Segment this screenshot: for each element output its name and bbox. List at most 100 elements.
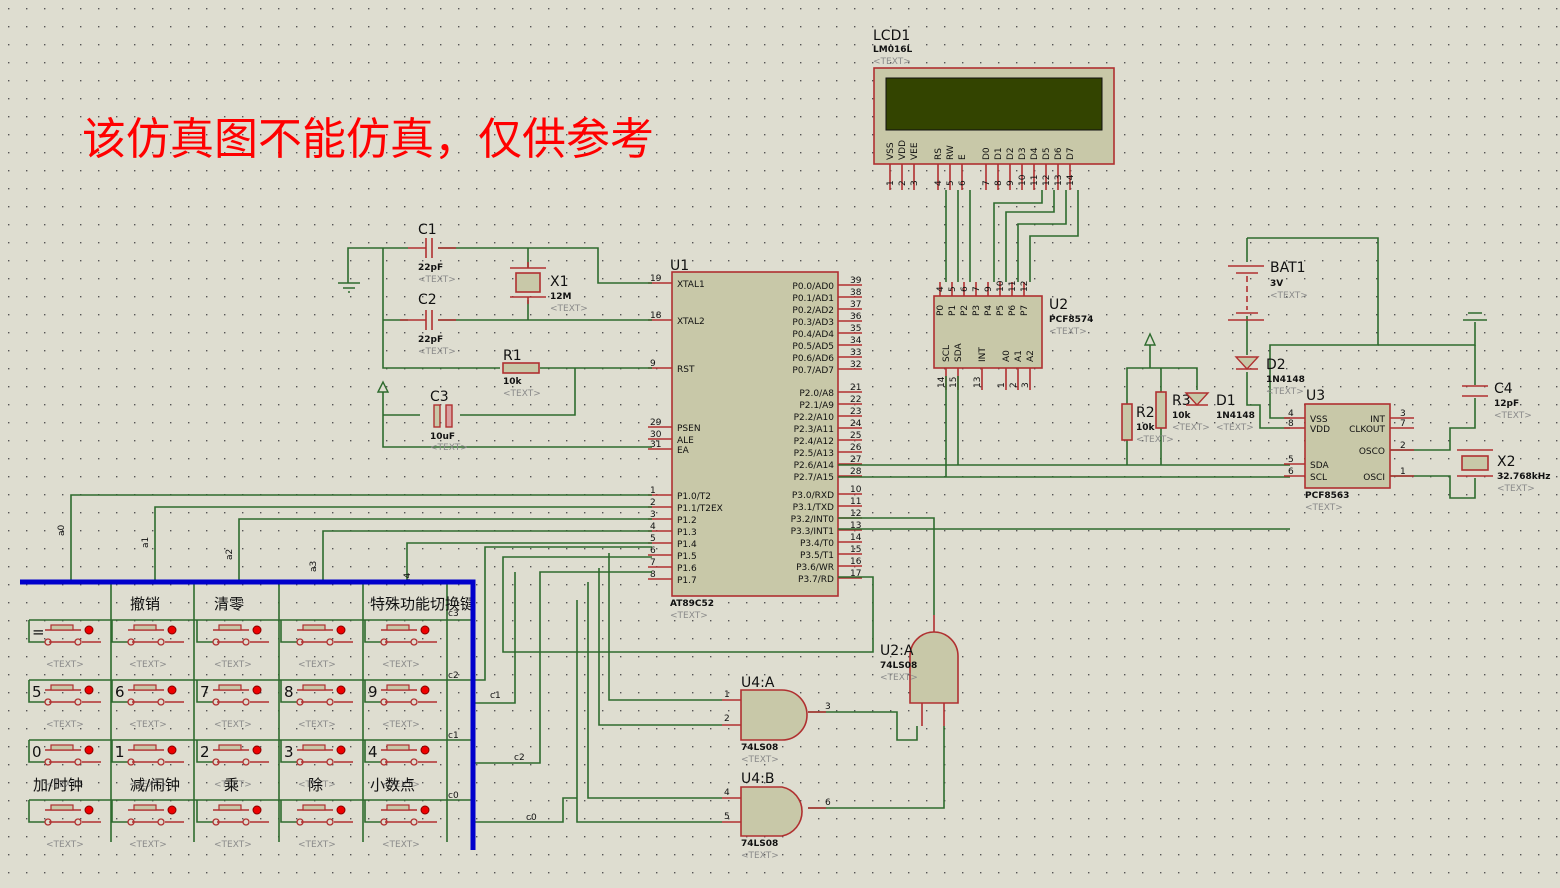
u3-pin-name: OSCO xyxy=(1359,447,1385,457)
keypad-matrix: a0a1a2a3a4c3c2c1c0=<TEXT><TEXT><TEXT><TE… xyxy=(28,494,652,850)
u3-pin-name: OSCI xyxy=(1363,473,1385,483)
u4b-and-gate[interactable]: U4:B 74LS08 <TEXT> 4 5 6 xyxy=(722,771,831,861)
col-wire xyxy=(406,542,652,582)
lcd-pin-number: 9 xyxy=(1006,180,1016,186)
r2-resistor[interactable]: R2 10k <TEXT> xyxy=(1121,403,1174,445)
u1-pin-name: PSEN xyxy=(677,424,701,434)
key-label: 1 xyxy=(115,743,125,761)
r3-resistor[interactable]: R3 10k <TEXT> xyxy=(1155,391,1210,433)
c1-capacitor[interactable]: C1 22pF <TEXT> xyxy=(418,222,456,285)
keypad-button[interactable]: <TEXT> xyxy=(111,800,184,850)
x2-ref: X2 xyxy=(1497,454,1516,470)
d2-diode[interactable]: D2 1N4148 <TEXT> xyxy=(1234,356,1305,397)
u2-pin-name: A0 xyxy=(1002,350,1012,362)
u2-pcf8574[interactable]: U2 PCF8574 <TEXT> P04P15P26P37P49P510P61… xyxy=(933,280,1093,390)
c4-value: 12pF xyxy=(1494,399,1519,409)
d1-diode[interactable]: D1 1N4148 <TEXT> xyxy=(1184,392,1255,433)
u1-pin-number: 11 xyxy=(850,497,861,507)
u1-pin-name: P2.0/A8 xyxy=(799,389,834,399)
u3-pcf8563[interactable]: U3 PCF8563 <TEXT> VSS4VDD8SDA5SCL6INT3CL… xyxy=(1284,388,1414,513)
lcd-pin-number: 11 xyxy=(1030,175,1040,186)
bat1-battery[interactable]: BAT1 3V <TEXT> xyxy=(1228,260,1308,321)
keypad-button[interactable]: 5<TEXT> xyxy=(28,680,101,730)
c4-ref: C4 xyxy=(1494,381,1513,397)
pin-number: 4 xyxy=(724,788,730,798)
lcd-pin-number: 13 xyxy=(1054,175,1064,186)
ground-symbol xyxy=(338,282,360,293)
x2-text: <TEXT> xyxy=(1497,484,1535,494)
c4-text: <TEXT> xyxy=(1494,411,1532,421)
lcd-pin-number: 1 xyxy=(886,180,896,186)
keypad-button[interactable]: 8<TEXT> xyxy=(280,680,353,730)
keypad-button[interactable]: <TEXT> xyxy=(28,800,101,850)
keypad-button[interactable]: <TEXT> xyxy=(280,800,353,850)
u4a-and-gate[interactable]: U4:A 74LS08 <TEXT> 1 2 3 xyxy=(722,675,831,765)
u1-pin-number: 5 xyxy=(650,534,656,544)
u1-pin-number: 16 xyxy=(850,557,862,567)
key-group-label: 特殊功能切换键 xyxy=(370,595,475,613)
u1-at89c52[interactable]: U1 AT89C52 <TEXT> XTAL119XTAL218RST9PSEN… xyxy=(648,258,862,621)
r1-resistor[interactable]: R1 10k <TEXT> xyxy=(502,348,541,399)
u2-ref: U2 xyxy=(1049,297,1068,313)
keypad-button[interactable]: 0<TEXT> xyxy=(28,740,101,790)
u1-pin-number: 26 xyxy=(850,443,862,453)
keypad-button[interactable]: 6<TEXT> xyxy=(111,680,184,730)
keypad-button[interactable]: 9<TEXT> xyxy=(364,680,437,730)
c3-capacitor[interactable]: C3 10uF <TEXT> xyxy=(430,389,468,453)
lcd1-component[interactable]: LCD1 LM016L <TEXT> VSS1VDD2VEE3RS4RW5E6D… xyxy=(873,28,1115,190)
d1-ref: D1 xyxy=(1216,393,1236,409)
keypad-button[interactable]: <TEXT> xyxy=(111,620,184,670)
u1-pin-number: 39 xyxy=(850,276,862,286)
c4-capacitor[interactable]: C4 12pF <TEXT> xyxy=(1462,381,1532,421)
c2-capacitor[interactable]: C2 22pF <TEXT> xyxy=(418,292,456,357)
key-function-label: 加/时钟 xyxy=(33,776,83,794)
u3-pin-name: INT xyxy=(1370,415,1385,425)
key-text: <TEXT> xyxy=(46,840,84,850)
u1-pin-number: 23 xyxy=(850,407,861,417)
u3-pin-number: 1 xyxy=(1400,467,1406,477)
key-text: <TEXT> xyxy=(129,840,167,850)
keypad-button[interactable]: =<TEXT> xyxy=(28,620,101,670)
lcd1-ref: LCD1 xyxy=(873,28,910,44)
bat1-value: 3V xyxy=(1270,279,1283,289)
keypad-button[interactable]: <TEXT> xyxy=(364,800,437,850)
x1-crystal[interactable]: X1 12M <TEXT> xyxy=(510,262,588,314)
col-label: a1 xyxy=(141,537,151,548)
lcd-pin-number: 7 xyxy=(982,180,992,186)
u1-pin-name: P2.3/A11 xyxy=(794,425,834,435)
logic-wires xyxy=(502,517,1290,823)
col-label: a3 xyxy=(309,561,319,572)
x1-body xyxy=(515,272,541,293)
u3-pin-number: 2 xyxy=(1400,441,1406,451)
u2-body xyxy=(933,295,1043,369)
u4b-ref: U4:B xyxy=(741,771,774,787)
u3-part: PCF8563 xyxy=(1305,491,1349,501)
keypad-button[interactable]: 2<TEXT> xyxy=(196,740,269,790)
keypad-button[interactable]: <TEXT> xyxy=(364,620,437,670)
key-text: <TEXT> xyxy=(214,660,252,670)
col-label: a4 xyxy=(403,572,413,584)
u2-pin-number: 12 xyxy=(1020,281,1030,292)
u2a-and-gate[interactable]: U2:A 74LS08 <TEXT> xyxy=(880,615,959,726)
u1-pin-name: P3.3/INT1 xyxy=(791,527,834,537)
u1-pin-number: 21 xyxy=(850,383,861,393)
lcd-pin-name: E xyxy=(958,154,968,160)
u1-pin-number: 1 xyxy=(650,486,656,496)
keypad-button[interactable]: <TEXT> xyxy=(196,620,269,670)
key-label: 0 xyxy=(32,743,42,761)
keypad-button[interactable]: <TEXT> xyxy=(196,800,269,850)
keypad-button[interactable]: 3<TEXT> xyxy=(280,740,353,790)
u1-pin-name: P2.1/A9 xyxy=(799,401,834,411)
u1-pin-name: XTAL2 xyxy=(677,317,705,327)
c1-value: 22pF xyxy=(418,263,443,273)
keypad-button[interactable]: 1<TEXT> xyxy=(111,740,184,790)
x2-crystal[interactable]: X2 32.768kHz <TEXT> xyxy=(1457,449,1551,494)
u2-pin-name: A2 xyxy=(1026,350,1036,362)
keypad-button[interactable]: 4<TEXT> xyxy=(364,740,437,790)
keypad-button[interactable]: <TEXT> xyxy=(280,620,353,670)
key-text: <TEXT> xyxy=(382,840,420,850)
key-text: <TEXT> xyxy=(214,840,252,850)
keypad-button[interactable]: 7<TEXT> xyxy=(196,680,269,730)
